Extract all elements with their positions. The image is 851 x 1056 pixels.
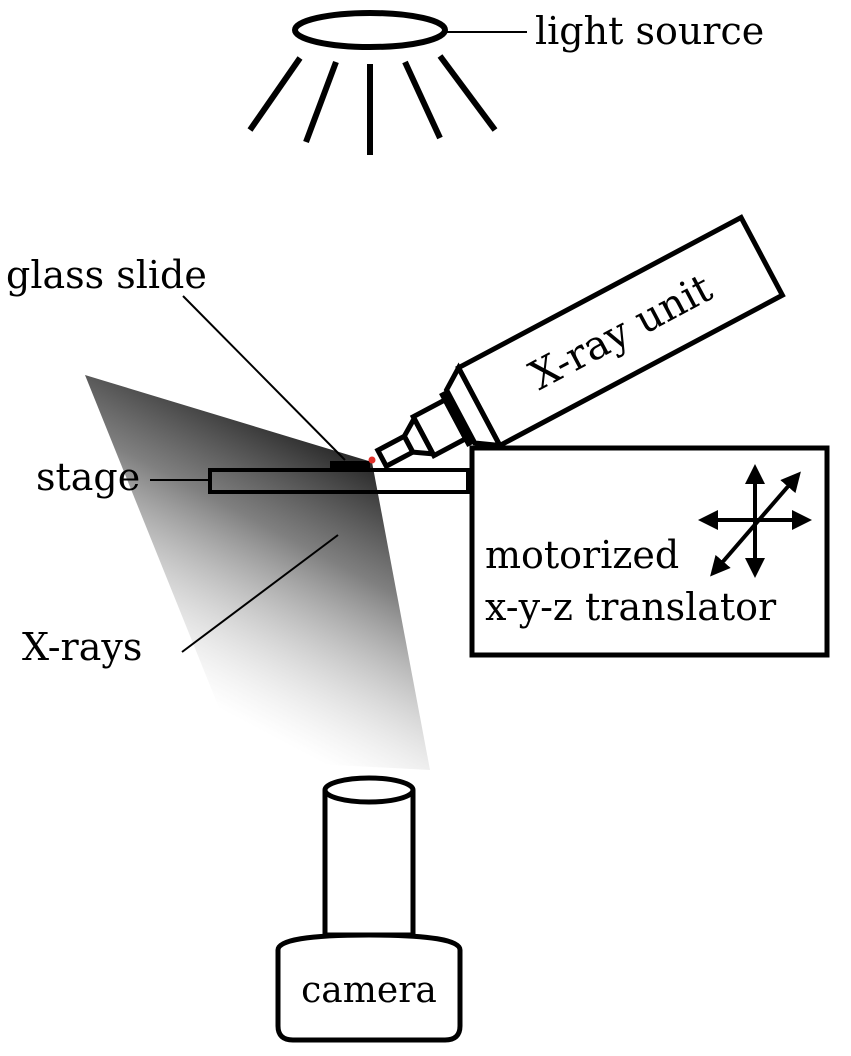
xyz-arrows-icon xyxy=(698,464,812,578)
translator-label-line1: motorized xyxy=(485,533,679,577)
xrays-leader xyxy=(181,534,339,653)
translator-label-line2: x-y-z translator xyxy=(485,585,777,629)
camera-lens-rim xyxy=(322,775,416,805)
light-source-label: light source xyxy=(535,9,764,53)
translator-box xyxy=(469,445,830,658)
xray-unit: X-ray unit xyxy=(374,214,786,470)
stage-label: stage xyxy=(36,455,140,499)
xray-unit-body xyxy=(455,214,786,449)
glass-slide xyxy=(330,461,370,470)
camera: camera xyxy=(275,775,463,1043)
glass-slide-label: glass slide xyxy=(6,253,207,297)
camera-body xyxy=(275,932,463,1043)
light-source xyxy=(247,10,498,155)
glass-slide-leader xyxy=(182,295,346,461)
sample-dot xyxy=(368,456,376,464)
light-source-lamp xyxy=(292,10,448,50)
xray-beam xyxy=(85,375,430,770)
camera-label: camera xyxy=(301,970,437,1011)
xrays-label: X-rays xyxy=(22,625,142,669)
camera-lens-tube xyxy=(322,790,416,938)
